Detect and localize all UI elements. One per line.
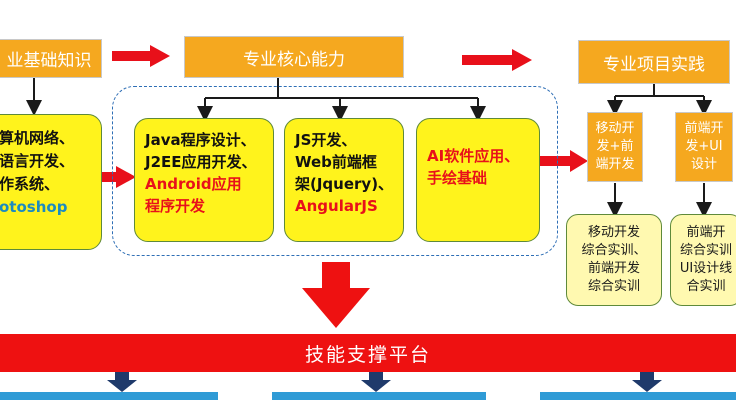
basic-knowledge-detail-box: 算机网络、 语言开发、 作系统、 otoshop [0,114,102,250]
frontend-training-box: 前端开 综合实训 UI设计线 合实训 [670,214,736,306]
java-line-3: Android应用 [145,175,242,193]
frontend-line-2: 发+UI [685,139,723,154]
js-box: JS开发、 Web前端框 架(Jquery)、 AngularJS [284,118,404,242]
mobile-dev-box: 移动开 发+前 端开发 [587,112,643,182]
project-practice-box: 专业项目实践 [578,40,730,84]
left-line-4: otoshop [0,198,68,216]
mobile-training-line-2: 综合实训、 [581,243,647,258]
red-arrow-core-down [302,262,370,328]
core-group-dashed-frame [112,86,558,256]
red-arrow-basic-to-core [112,45,170,67]
ai-line-1: AI软件应用、 [427,147,520,165]
left-line-2: 语言开发、 [0,152,75,170]
frontend-training-line-2: 综合实训 [679,243,732,258]
js-line-1: JS开发、 [295,131,357,149]
js-line-4: AngularJS [295,197,378,215]
frontend-dev-box: 前端开 发+UI 设计 [675,112,733,182]
java-line-4: 程序开发 [145,197,206,215]
skill-platform-bar: 技能支撑平台 [0,334,736,372]
java-line-2: J2EE应用开发、 [145,153,257,171]
navy-arrow-middle [361,372,391,392]
left-line-1: 算机网络、 [0,129,75,147]
bottom-box-middle [272,392,486,400]
js-line-3: 架(Jquery)、 [295,175,394,193]
basic-knowledge-label: 业基础知识 [6,51,92,71]
connector-core-to-boxes [197,78,486,122]
frontend-training-line-1: 前端开 [686,225,726,240]
js-line-2: Web前端框 [295,153,377,171]
red-arrow-left-to-java [86,166,136,188]
bottom-box-left [0,392,218,400]
java-line-1: Java程序设计、 [145,131,256,149]
connector-practice-to-training [607,183,712,218]
frontend-training-line-4: 合实训 [686,279,726,294]
connector-practice-to-boxes [607,84,712,116]
red-arrow-core-to-practice [462,49,532,71]
core-ability-label: 专业核心能力 [243,49,345,70]
mobile-training-line-1: 移动开发 [587,225,640,240]
mobile-line-3: 端开发 [595,157,635,172]
left-line-3: 作系统、 [0,175,60,193]
navy-arrow-left [107,372,137,392]
java-box: Java程序设计、 J2EE应用开发、 Android应用 程序开发 [134,118,274,242]
mobile-line-2: 发+前 [596,139,634,154]
ai-line-2: 手绘基础 [427,169,488,187]
mobile-line-1: 移动开 [595,121,635,136]
navy-arrow-right [632,372,662,392]
mobile-training-line-4: 综合实训 [587,279,640,294]
ai-box: AI软件应用、 手绘基础 [416,118,540,242]
core-ability-box: 专业核心能力 [184,36,404,78]
frontend-training-line-3: UI设计线 [679,261,733,276]
mobile-training-line-3: 前端开发 [587,261,640,276]
bottom-box-right [540,392,736,400]
red-arrow-ai-to-mobile [536,150,588,172]
frontend-line-3: 设计 [690,157,717,172]
project-practice-label: 专业项目实践 [603,54,705,75]
frontend-line-1: 前端开 [684,121,724,136]
mobile-training-box: 移动开发 综合实训、 前端开发 综合实训 [566,214,662,306]
basic-knowledge-box: 业基础知识 [0,39,102,78]
skill-platform-label: 技能支撑平台 [304,343,431,366]
